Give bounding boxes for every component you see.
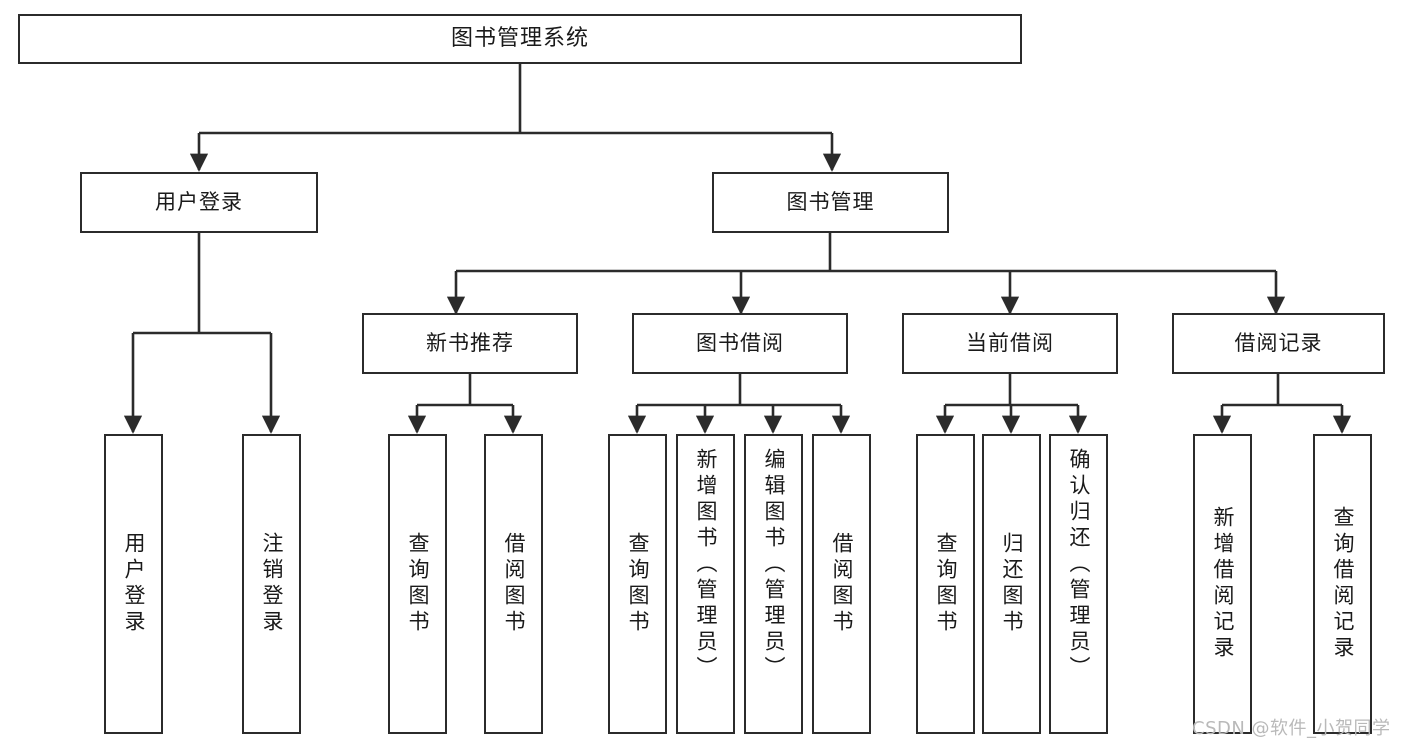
node-label: 图书借阅 bbox=[696, 331, 784, 356]
node-label: 查询图书 bbox=[934, 532, 958, 636]
node-label: 编辑图书（管理员） bbox=[762, 448, 786, 682]
leaf-return-book[interactable]: 归还图书 bbox=[982, 434, 1041, 734]
node-label: 查询图书 bbox=[626, 532, 650, 636]
node-new-book-recommend[interactable]: 新书推荐 bbox=[362, 313, 578, 374]
node-label: 图书管理 bbox=[786, 190, 875, 215]
leaf-new-book-borrow[interactable]: 借阅图书 bbox=[484, 434, 543, 734]
leaf-borrow-book[interactable]: 借阅图书 bbox=[812, 434, 871, 734]
leaf-confirm-return-admin[interactable]: 确认归还（管理员） bbox=[1049, 434, 1108, 734]
node-label: 借阅图书 bbox=[502, 532, 526, 636]
leaf-new-book-query[interactable]: 查询图书 bbox=[388, 434, 447, 734]
leaf-add-book-admin[interactable]: 新增图书（管理员） bbox=[676, 434, 735, 734]
leaf-add-borrow-record[interactable]: 新增借阅记录 bbox=[1193, 434, 1252, 734]
node-label: 借阅图书 bbox=[830, 532, 854, 636]
node-current-borrow[interactable]: 当前借阅 bbox=[902, 313, 1118, 374]
node-label: 查询借阅记录 bbox=[1331, 506, 1355, 662]
node-label: 用户登录 bbox=[122, 532, 146, 636]
node-borrow-record[interactable]: 借阅记录 bbox=[1172, 313, 1385, 374]
node-label: 用户登录 bbox=[155, 190, 243, 215]
node-label: 借阅记录 bbox=[1234, 331, 1323, 356]
leaf-query-borrow-record[interactable]: 查询借阅记录 bbox=[1313, 434, 1372, 734]
node-label: 注销登录 bbox=[260, 532, 284, 636]
node-root-book-management-system[interactable]: 图书管理系统 bbox=[18, 14, 1022, 64]
node-label: 新书推荐 bbox=[426, 331, 514, 356]
node-book-management[interactable]: 图书管理 bbox=[712, 172, 949, 233]
csdn-watermark: CSDN @软件_小贺同学 bbox=[1192, 718, 1391, 739]
leaf-borrow-query-book[interactable]: 查询图书 bbox=[608, 434, 667, 734]
node-label: 归还图书 bbox=[1000, 532, 1024, 636]
leaf-logout[interactable]: 注销登录 bbox=[242, 434, 301, 734]
node-label: 查询图书 bbox=[406, 532, 430, 636]
node-book-borrow[interactable]: 图书借阅 bbox=[632, 313, 848, 374]
leaf-current-query-book[interactable]: 查询图书 bbox=[916, 434, 975, 734]
node-label: 当前借阅 bbox=[966, 331, 1054, 356]
node-user-login[interactable]: 用户登录 bbox=[80, 172, 318, 233]
node-label: 新增图书（管理员） bbox=[694, 448, 718, 682]
node-label: 新增借阅记录 bbox=[1211, 506, 1235, 662]
node-label: 确认归还（管理员） bbox=[1067, 448, 1091, 682]
leaf-edit-book-admin[interactable]: 编辑图书（管理员） bbox=[744, 434, 803, 734]
node-label: 图书管理系统 bbox=[450, 26, 589, 52]
leaf-user-login[interactable]: 用户登录 bbox=[104, 434, 163, 734]
